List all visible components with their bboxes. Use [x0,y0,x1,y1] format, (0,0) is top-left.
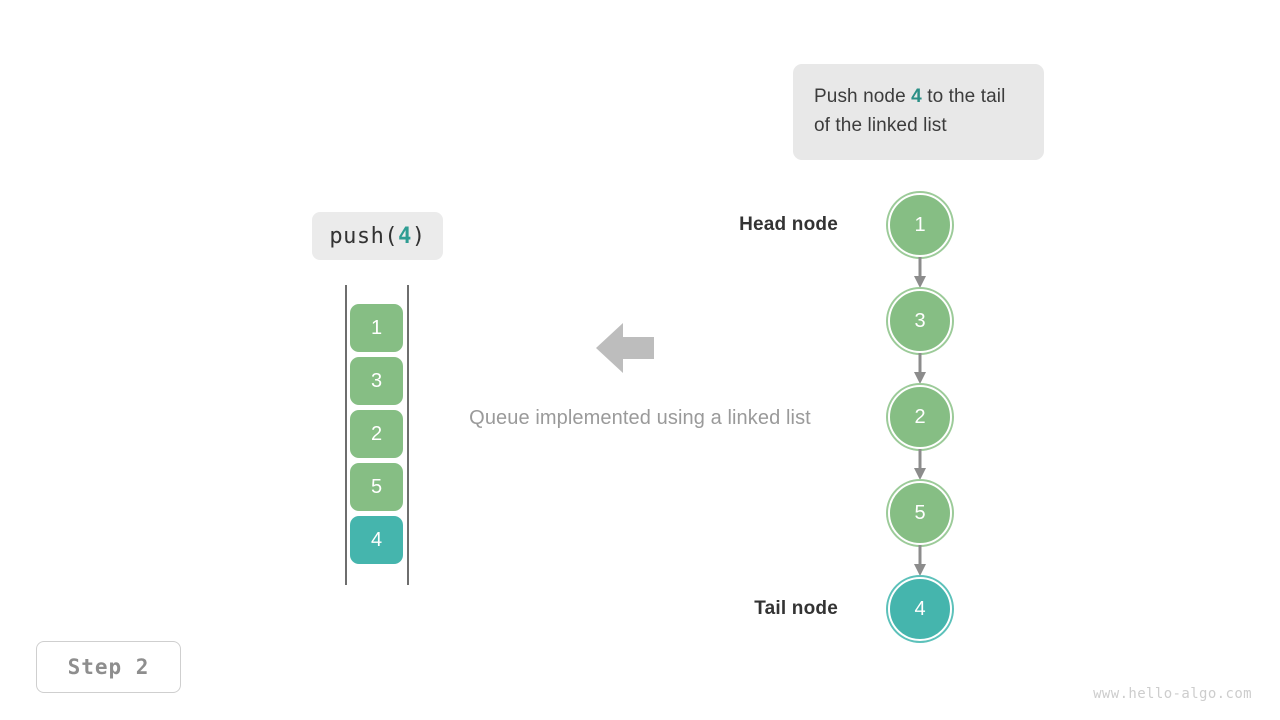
watermark: www.hello-algo.com [1093,686,1252,702]
queue-cell-value: 5 [370,476,383,498]
arrow-left-icon [596,322,654,374]
queue-cell-value: 4 [370,529,383,551]
queue-cell-new: 4 [350,516,403,564]
step-badge: Step 2 [36,641,181,693]
diagram-caption: Queue implemented using a linked list [469,407,811,429]
queue-cell-value: 2 [370,423,383,445]
node-value: 4 [914,598,926,620]
node-value: 2 [914,406,926,428]
linked-list-node: 2 [888,385,952,449]
operation-label: push(4) [312,212,443,260]
queue-cell-value: 1 [370,317,383,339]
node-value: 1 [914,214,926,236]
step-label: Step 2 [67,655,150,679]
callout-prefix: Push node [814,86,912,107]
queue-cell: 1 [350,304,403,352]
tail-node-label: Tail node [754,598,838,619]
head-node-label: Head node [739,214,838,235]
link-arrow-icon [912,449,928,481]
link-arrow-icon [912,545,928,577]
queue-visualization: 1 3 2 5 4 [345,285,409,585]
callout-value: 4 [911,86,922,107]
linked-list-visualization: 1 3 2 5 [888,193,952,643]
linked-list-node: 5 [888,481,952,545]
operation-argument: 4 [398,223,412,249]
node-value: 3 [914,310,926,332]
callout-suffix: to the tail of the linked list [814,86,1006,136]
queue-cell-value: 3 [370,370,383,392]
queue-cell-list: 1 3 2 5 4 [350,304,403,564]
queue-left-rail [345,285,347,585]
queue-right-rail [407,285,409,585]
operation-callout: Push node 4 to the tail of the linked li… [793,64,1044,160]
node-value: 5 [914,502,926,524]
queue-cell: 3 [350,357,403,405]
queue-cell: 5 [350,463,403,511]
operation-paren-close: ) [411,223,426,249]
linked-list-node: 1 [888,193,952,257]
linked-list-node-new: 4 [888,577,952,641]
link-arrow-icon [912,353,928,385]
link-arrow-icon [912,257,928,289]
queue-cell: 2 [350,410,403,458]
linked-list-node: 3 [888,289,952,353]
operation-name: push( [329,223,399,249]
